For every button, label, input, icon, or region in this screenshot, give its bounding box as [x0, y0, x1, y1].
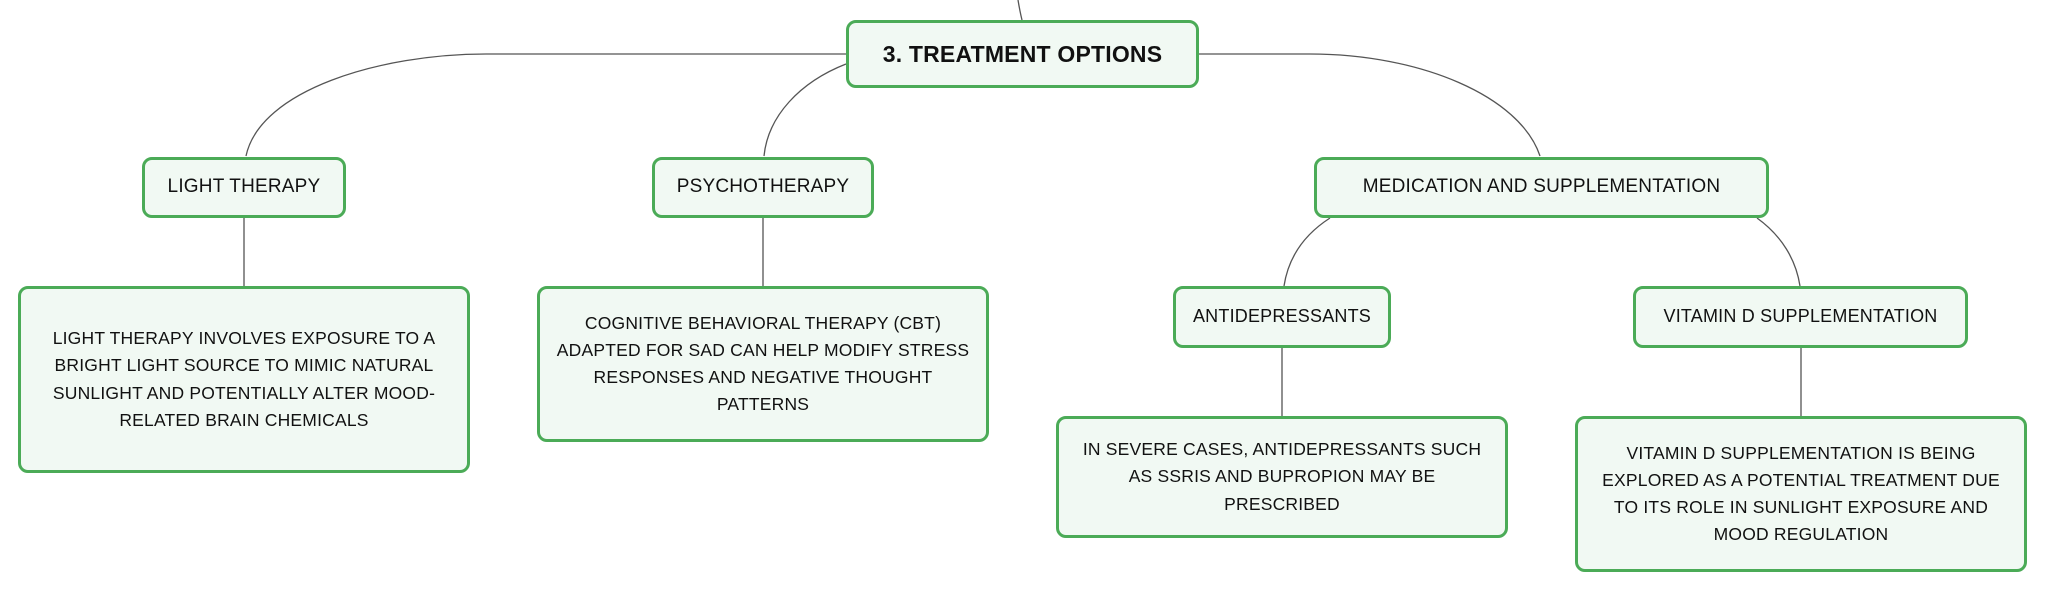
- edge-medication-antidepressants: [1283, 217, 1331, 287]
- node-light-therapy[interactable]: LIGHT THERAPY: [142, 157, 346, 218]
- root-node-treatment-options[interactable]: 3. TREATMENT OPTIONS: [846, 20, 1199, 88]
- detail-vitamin-d[interactable]: VITAMIN D SUPPLEMENTATION IS BEING EXPLO…: [1575, 416, 2027, 572]
- edge-parent-root: [1017, 0, 1023, 21]
- node-medication-and-supplementation[interactable]: MEDICATION AND SUPPLEMENTATION: [1314, 157, 1769, 218]
- detail-text: IN SEVERE CASES, ANTIDEPRESSANTS SUCH AS…: [1082, 439, 1482, 514]
- detail-antidepressants[interactable]: IN SEVERE CASES, ANTIDEPRESSANTS SUCH AS…: [1056, 416, 1508, 538]
- detail-light-therapy[interactable]: LIGHT THERAPY INVOLVES EXPOSURE TO A BRI…: [18, 286, 470, 473]
- detail-text: VITAMIN D SUPPLEMENTATION IS BEING EXPLO…: [1602, 442, 2000, 545]
- node-label: LIGHT THERAPY: [167, 176, 321, 198]
- node-antidepressants[interactable]: ANTIDEPRESSANTS: [1173, 286, 1391, 348]
- detail-text: COGNITIVE BEHAVIORAL THERAPY (CBT) ADAPT…: [556, 312, 970, 415]
- node-label: MEDICATION AND SUPPLEMENTATION: [1362, 176, 1721, 198]
- edge-root-medication: [1199, 53, 1541, 157]
- detail-psychotherapy[interactable]: COGNITIVE BEHAVIORAL THERAPY (CBT) ADAPT…: [537, 286, 989, 442]
- detail-text: LIGHT THERAPY INVOLVES EXPOSURE TO A BRI…: [52, 328, 436, 430]
- edge-root-psycho: [763, 63, 847, 157]
- node-vitamin-d-supplementation[interactable]: VITAMIN D SUPPLEMENTATION: [1633, 286, 1968, 348]
- node-label: VITAMIN D SUPPLEMENTATION: [1663, 306, 1938, 327]
- root-node-label: 3. TREATMENT OPTIONS: [882, 40, 1163, 67]
- node-psychotherapy[interactable]: PSYCHOTHERAPY: [652, 157, 874, 218]
- edge-root-light: [245, 53, 846, 157]
- edge-medication-vitamin: [1756, 217, 1801, 287]
- node-label: PSYCHOTHERAPY: [676, 176, 850, 198]
- node-label: ANTIDEPRESSANTS: [1192, 306, 1372, 327]
